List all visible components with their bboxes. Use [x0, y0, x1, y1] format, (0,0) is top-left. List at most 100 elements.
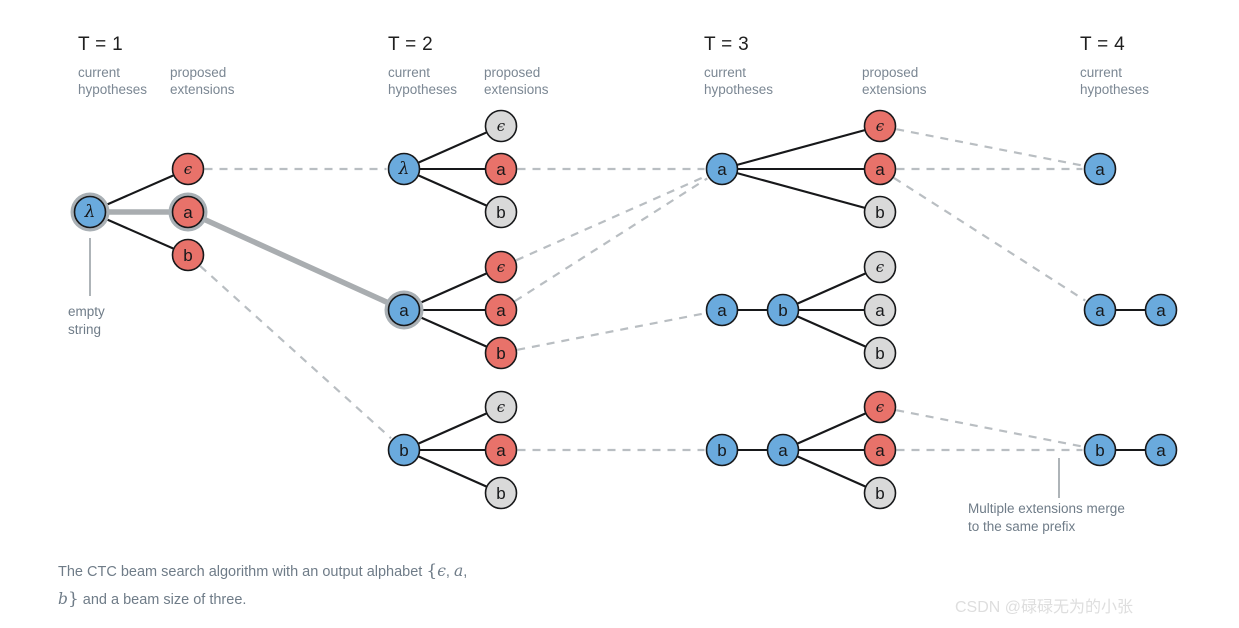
tree-edge	[782, 406, 881, 451]
node-circle-red[interactable]	[863, 390, 897, 424]
node-circle-red[interactable]	[863, 152, 897, 186]
node-circle-gray[interactable]	[863, 336, 897, 370]
node-circle-red[interactable]	[484, 250, 518, 284]
graph-node-t1-a[interactable]: a	[168, 192, 208, 232]
watermark: CSDN @碌碌无为的小张	[955, 599, 1134, 616]
node-circle-blue[interactable]	[387, 152, 421, 186]
dashed-edge	[895, 409, 1084, 448]
graph-node-t3-ab-b[interactable]: b	[766, 293, 800, 327]
graph-node-t3-r1-b[interactable]: b	[863, 195, 897, 229]
graph-node-t3-r2-eps[interactable]: ϵ	[863, 250, 897, 284]
dashed-edge	[895, 128, 1084, 167]
graph-node-t1-lambda[interactable]: λ	[70, 192, 110, 232]
column-sublabel-proposed-t3-line: extensions	[862, 82, 927, 97]
graph-node-t2-r1-eps[interactable]: ϵ	[484, 109, 518, 143]
node-circle-red[interactable]	[171, 238, 205, 272]
caption-line2-post: and a beam size of three.	[78, 592, 247, 608]
graph-node-t3-r3-eps[interactable]: ϵ	[863, 390, 897, 424]
node-circle-gray[interactable]	[863, 195, 897, 229]
node-circle-gray[interactable]	[484, 390, 518, 424]
node-circle-gray[interactable]	[484, 476, 518, 510]
graph-node-t2-r3-a[interactable]: a	[484, 433, 518, 467]
graph-node-t2-r1-a[interactable]: a	[484, 152, 518, 186]
graph-node-t2-r2-eps[interactable]: ϵ	[484, 250, 518, 284]
column-sublabel-proposed-t1-line: extensions	[170, 82, 235, 97]
solid-edges-group	[89, 124, 1161, 494]
node-circle-red[interactable]	[484, 336, 518, 370]
dashed-edge	[516, 312, 706, 351]
dashed-edge	[514, 177, 708, 303]
ann-empty-string-line-2: string	[68, 322, 102, 337]
node-circle-blue[interactable]	[705, 293, 739, 327]
graph-node-t4-aa-1[interactable]: a	[1083, 293, 1117, 327]
tree-edge	[782, 449, 881, 494]
node-circle-gray[interactable]	[484, 109, 518, 143]
node-circle-gray[interactable]	[484, 195, 518, 229]
node-circle-blue[interactable]	[1144, 433, 1178, 467]
node-circle-gray[interactable]	[863, 250, 897, 284]
node-circle-red[interactable]	[484, 293, 518, 327]
graph-node-t4-ba-a[interactable]: a	[1144, 433, 1178, 467]
node-circle-blue[interactable]	[766, 293, 800, 327]
graph-node-t3-ab-a[interactable]: a	[705, 293, 739, 327]
column-title-t3: T = 3	[704, 34, 749, 55]
graph-node-t2-r2-a[interactable]: a	[484, 293, 518, 327]
graph-node-t3-r1-eps[interactable]: ϵ	[863, 109, 897, 143]
graph-node-t3-r1-a[interactable]: a	[863, 152, 897, 186]
node-circle-blue[interactable]	[387, 293, 421, 327]
graph-node-t3-r3-a[interactable]: a	[863, 433, 897, 467]
graph-node-t3-ba-a[interactable]: a	[766, 433, 800, 467]
node-circle-gray[interactable]	[863, 476, 897, 510]
node-circle-red[interactable]	[171, 195, 205, 229]
node-circle-red[interactable]	[863, 109, 897, 143]
graph-node-t3-ba-b[interactable]: b	[705, 433, 739, 467]
graph-node-t3-a[interactable]: a	[705, 152, 739, 186]
graph-node-t2-r3-eps[interactable]: ϵ	[484, 390, 518, 424]
node-circle-blue[interactable]	[1083, 152, 1117, 186]
graph-node-t3-r3-b[interactable]: b	[863, 476, 897, 510]
graph-node-t2-r2-b[interactable]: b	[484, 336, 518, 370]
graph-node-t2-r3-b[interactable]: b	[484, 476, 518, 510]
graph-node-t4-aa-2[interactable]: a	[1144, 293, 1178, 327]
node-circle-red[interactable]	[484, 433, 518, 467]
node-circle-blue[interactable]	[1144, 293, 1178, 327]
graph-node-t4-a[interactable]: a	[1083, 152, 1117, 186]
graph-node-t4-ba-b[interactable]: b	[1083, 433, 1117, 467]
graph-node-t3-r2-a[interactable]: a	[863, 293, 897, 327]
node-circle-red[interactable]	[484, 152, 518, 186]
node-circle-blue[interactable]	[705, 433, 739, 467]
node-circle-gray[interactable]	[863, 293, 897, 327]
node-circle-blue[interactable]	[73, 195, 107, 229]
caption-symbol-epsilon: ϵ	[437, 562, 446, 580]
node-circle-red[interactable]	[171, 152, 205, 186]
graph-node-t2-lambda[interactable]: λ	[387, 152, 421, 186]
graph-node-t1-eps[interactable]: ϵ	[171, 152, 205, 186]
graph-node-t2-b[interactable]: b	[387, 433, 421, 467]
node-circle-blue[interactable]	[1083, 433, 1117, 467]
graph-node-t3-r2-b[interactable]: b	[863, 336, 897, 370]
caption-set-close: }	[67, 589, 79, 609]
graph-node-t1-b[interactable]: b	[171, 238, 205, 272]
graph-node-t2-r1-b[interactable]: b	[484, 195, 518, 229]
tree-edge	[721, 167, 881, 214]
node-circle-blue[interactable]	[705, 152, 739, 186]
node-circle-blue[interactable]	[1083, 293, 1117, 327]
node-circle-blue[interactable]	[387, 433, 421, 467]
graph-node-t2-a[interactable]: a	[384, 290, 424, 330]
node-circle-blue[interactable]	[766, 433, 800, 467]
ann-merge-line-1: Multiple extensions merge	[968, 501, 1125, 516]
column-title-t4: T = 4	[1080, 34, 1125, 55]
column-sublabel-current-t2-line: current	[388, 65, 431, 80]
caption-symbol-a: a	[453, 562, 464, 580]
caption-comma-1: ,	[445, 564, 454, 580]
node-circle-red[interactable]	[863, 433, 897, 467]
tree-edge	[721, 124, 881, 171]
highlight-edge	[185, 209, 407, 313]
